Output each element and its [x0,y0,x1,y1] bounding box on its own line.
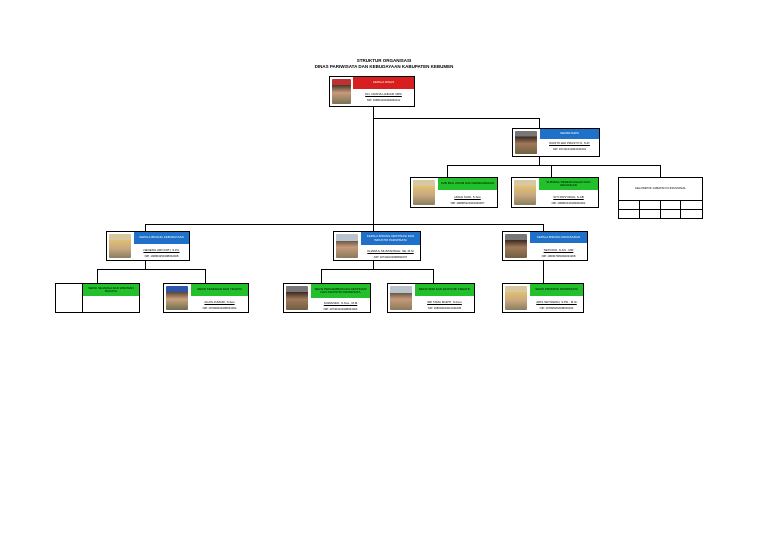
person-name: SUDITO EDI PRASTIYO, S.IP. [549,141,590,145]
photo-kepala-dinas [332,79,351,104]
person-name: KHAIRUL MUSTAFIDAH, SE, M.Si [367,249,414,253]
person-nip: NIP. 196907081992031008 [541,254,576,258]
position-label: SUB BAG PERENCANAAN DAN KEUANGAN [539,178,598,190]
person-name: SETIONO, S.AN., MM [543,248,574,252]
photo-sekretaris [515,131,537,154]
person-name: SUWANDO, S.Sos., M.M [323,301,358,305]
connector-line [539,157,540,165]
divider [82,284,83,312]
person-name: SRI TAMA MURTI, S.Kom [427,300,462,304]
position-label: SEKSI KESENIAN DAN TRADISI [191,284,248,296]
person-nip: NIP. 197403141998031004 [323,307,358,311]
person-name: SITI ROSYIDAH, S.AB [553,195,584,199]
fungsional-label: KELOMPOK JABATAN FUNGSIONAL [619,178,702,200]
chart-subtitle: DINAS PARIWISATA DAN KEBUDAYAAN KABUPATE… [314,64,454,69]
node-jabatan-fungsional: KELOMPOK JABATAN FUNGSIONAL [618,177,703,219]
person-nip: NIP. 198003162011011005 [427,306,462,310]
position-label: SEKRETARIS [540,129,599,139]
node-kabid-kebudayaan: KEPALA BIDANG KEBUDAYAAN NENENG ARIYANTI… [106,231,190,261]
connector-line [145,224,543,225]
photo-subbag-keuangan [514,180,536,205]
position-label: KEPALA BIDANG DESTINASI DAN INDUSTRI PAR… [361,232,420,245]
connector-line [543,224,544,231]
fungsional-grid [619,200,702,218]
node-seksi-sejarah: SEKSI SEJARAH DAN WARISAN BUDAYA [55,283,140,313]
connector-line [373,107,374,224]
person-nip: NIP. 196811191994031011 [366,98,401,102]
node-seksi-kesenian: SEKSI KESENIAN DAN TRADISI AGUS JUMARI, … [163,283,249,313]
node-kabid-pemasaran: KEPALA BIDANG PEMASARAN SETIONO, S.AN., … [502,231,588,261]
connector-line [660,165,661,177]
node-sekretaris: SEKRETARIS SUDITO EDI PRASTIYO, S.IP. NI… [512,128,600,157]
connector-line [543,261,544,283]
position-label: SUB BAG UMUM DAN KEPEGAWAIAN [438,178,497,190]
connector-line [433,269,434,283]
connector-line [145,224,146,231]
node-kepala-dinas: KEPALA DINAS Drs. FRANS HAIDAR, MPA NIP.… [329,76,415,107]
connector-line [551,165,552,177]
position-label: KEPALA DINAS [353,77,414,89]
person-nip: NIP. 197111021998031007 [373,255,408,259]
connector-line [205,269,206,283]
photo-seksi-destinasi [286,286,308,310]
person-name: Drs. FRANS HAIDAR, MPA [365,92,402,96]
person-nip: NIP. 197008241998031004 [202,306,237,310]
person-nip: NIP. 196802141993022001 [551,201,586,205]
person-name: UMAH SUDI, S.Sos [454,195,481,199]
photo-seksi-kesenian [166,286,188,310]
node-seksi-sdm: SEKSI SDM DAN EKONOMI KREATIF SRI TAMA M… [387,283,475,313]
position-label: SEKSI PROMOSI PARIWISATA [530,284,583,296]
photo-subbag-umum [413,180,435,205]
node-seksi-promosi: SEKSI PROMOSI PARIWISATA ARIS SETIAWAN, … [502,283,584,313]
person-nip: NIP. 196803251998032008 [144,254,179,258]
chart-title: STRUKTUR ORGANISASI [356,58,412,63]
person-nip: NIP. 196805121991032007 [450,201,485,205]
photo-seksi-sdm [390,286,412,310]
person-name: AGUS JUMARI, S.Sos [204,300,235,304]
photo-kabid-destinasi [336,234,358,258]
person-name: ARIS SETIAWAN, S.PD., M.Si [536,300,577,304]
node-kabid-destinasi: KEPALA BIDANG DESTINASI DAN INDUSTRI PAR… [333,231,421,261]
connector-line [373,118,539,119]
position-label: KEPALA BIDANG KEBUDAYAAN [134,232,189,244]
person-nip: NIP. 197111211991031001 [552,147,587,151]
connector-line [97,269,98,283]
connector-line [145,261,146,269]
photo-kabid-pemasaran [505,234,527,258]
connector-line [373,261,374,269]
connector-line [321,269,433,270]
node-subbag-umum: SUB BAG UMUM DAN KEPEGAWAIAN UMAH SUDI, … [410,177,498,208]
person-name: NENENG ARIYANTI, S.Pd. [143,248,180,252]
connector-line [539,118,540,128]
connector-line [447,165,660,166]
position-label: SEKSI SEJARAH DAN WARISAN BUDAYA [83,284,139,296]
connector-line [447,165,448,177]
photo-kabid-kebudayaan [109,234,131,258]
photo-seksi-promosi [505,286,527,310]
position-label: KEPALA BIDANG PEMASARAN [530,232,587,243]
connector-line [321,269,322,283]
connector-line [97,269,205,270]
position-label: SEKSI PENGEMBANGAN DESTINASI DAN INDUSTR… [311,284,370,298]
node-subbag-keuangan: SUB BAG PERENCANAAN DAN KEUANGAN SITI RO… [511,177,599,208]
connector-line [373,224,374,231]
node-seksi-destinasi: SEKSI PENGEMBANGAN DESTINASI DAN INDUSTR… [283,283,371,313]
position-label: SEKSI SDM DAN EKONOMI KREATIF [415,284,474,296]
person-nip: NIP. 197806202008011002 [539,306,574,310]
